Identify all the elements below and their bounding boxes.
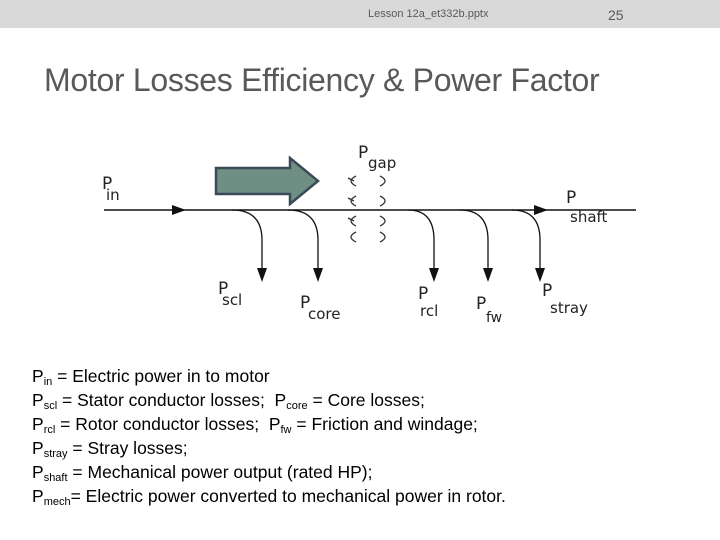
branch-scl	[231, 209, 263, 272]
definitions-list: Pin = Electric power in to motor Pscl = …	[32, 364, 506, 508]
arrowhead-scl	[257, 268, 267, 282]
slide-header-bar: Lesson 12a_et332b.pptx 25	[0, 0, 720, 28]
definition-p-stray: Pstray = Stray losses;	[32, 438, 188, 460]
label-p-in-sub: in	[106, 186, 120, 204]
label-p-shaft-sub: shaft	[570, 208, 608, 226]
definition-p-mech: Pmech= Electric power converted to mecha…	[32, 486, 506, 508]
label-p-core: P	[300, 293, 310, 313]
slide-title: Motor Losses Efficiency & Power Factor	[44, 62, 600, 98]
branch-rcl	[407, 209, 435, 272]
label-p-shaft: P	[566, 188, 576, 208]
label-p-gap-sub: gap	[368, 154, 396, 172]
branch-stray	[511, 209, 541, 272]
definition-p-scl-core: Pscl = Stator conductor losses; Pcore = …	[32, 390, 425, 412]
label-p-fw: P	[476, 294, 486, 314]
power-direction-arrow	[214, 155, 320, 207]
shaft-arrowhead	[534, 205, 548, 215]
branch-core	[287, 209, 319, 272]
label-p-gap: P	[358, 143, 368, 163]
definition-p-rcl-fw: Prcl = Rotor conductor losses; Pfw = Fri…	[32, 414, 478, 436]
label-p-rcl: P	[418, 284, 428, 304]
power-flow-diagram: P in P gap P shaft P scl P core P rcl P …	[102, 143, 636, 326]
definition-p-in: Pin = Electric power in to motor	[32, 366, 270, 388]
label-p-fw-sub: fw	[486, 310, 502, 326]
label-p-scl: P	[218, 279, 228, 299]
label-p-stray-sub: stray	[550, 299, 588, 317]
air-gap-coils	[347, 175, 386, 243]
arrowhead-core	[313, 268, 323, 282]
slide-number: 25	[608, 7, 624, 23]
input-arrowhead	[172, 205, 186, 215]
label-p-stray: P	[542, 281, 552, 301]
definition-p-shaft: Pshaft = Mechanical power output (rated …	[32, 462, 373, 484]
file-name: Lesson 12a_et332b.pptx	[368, 8, 489, 20]
arrowhead-rcl	[429, 268, 439, 282]
arrowhead-stray	[535, 268, 545, 282]
label-p-in: P	[102, 174, 112, 194]
label-p-scl-sub: scl	[222, 291, 242, 309]
branch-fw	[459, 209, 489, 272]
label-p-core-sub: core	[308, 305, 341, 323]
label-p-rcl-sub: rcl	[420, 302, 438, 320]
arrowhead-fw	[483, 268, 493, 282]
